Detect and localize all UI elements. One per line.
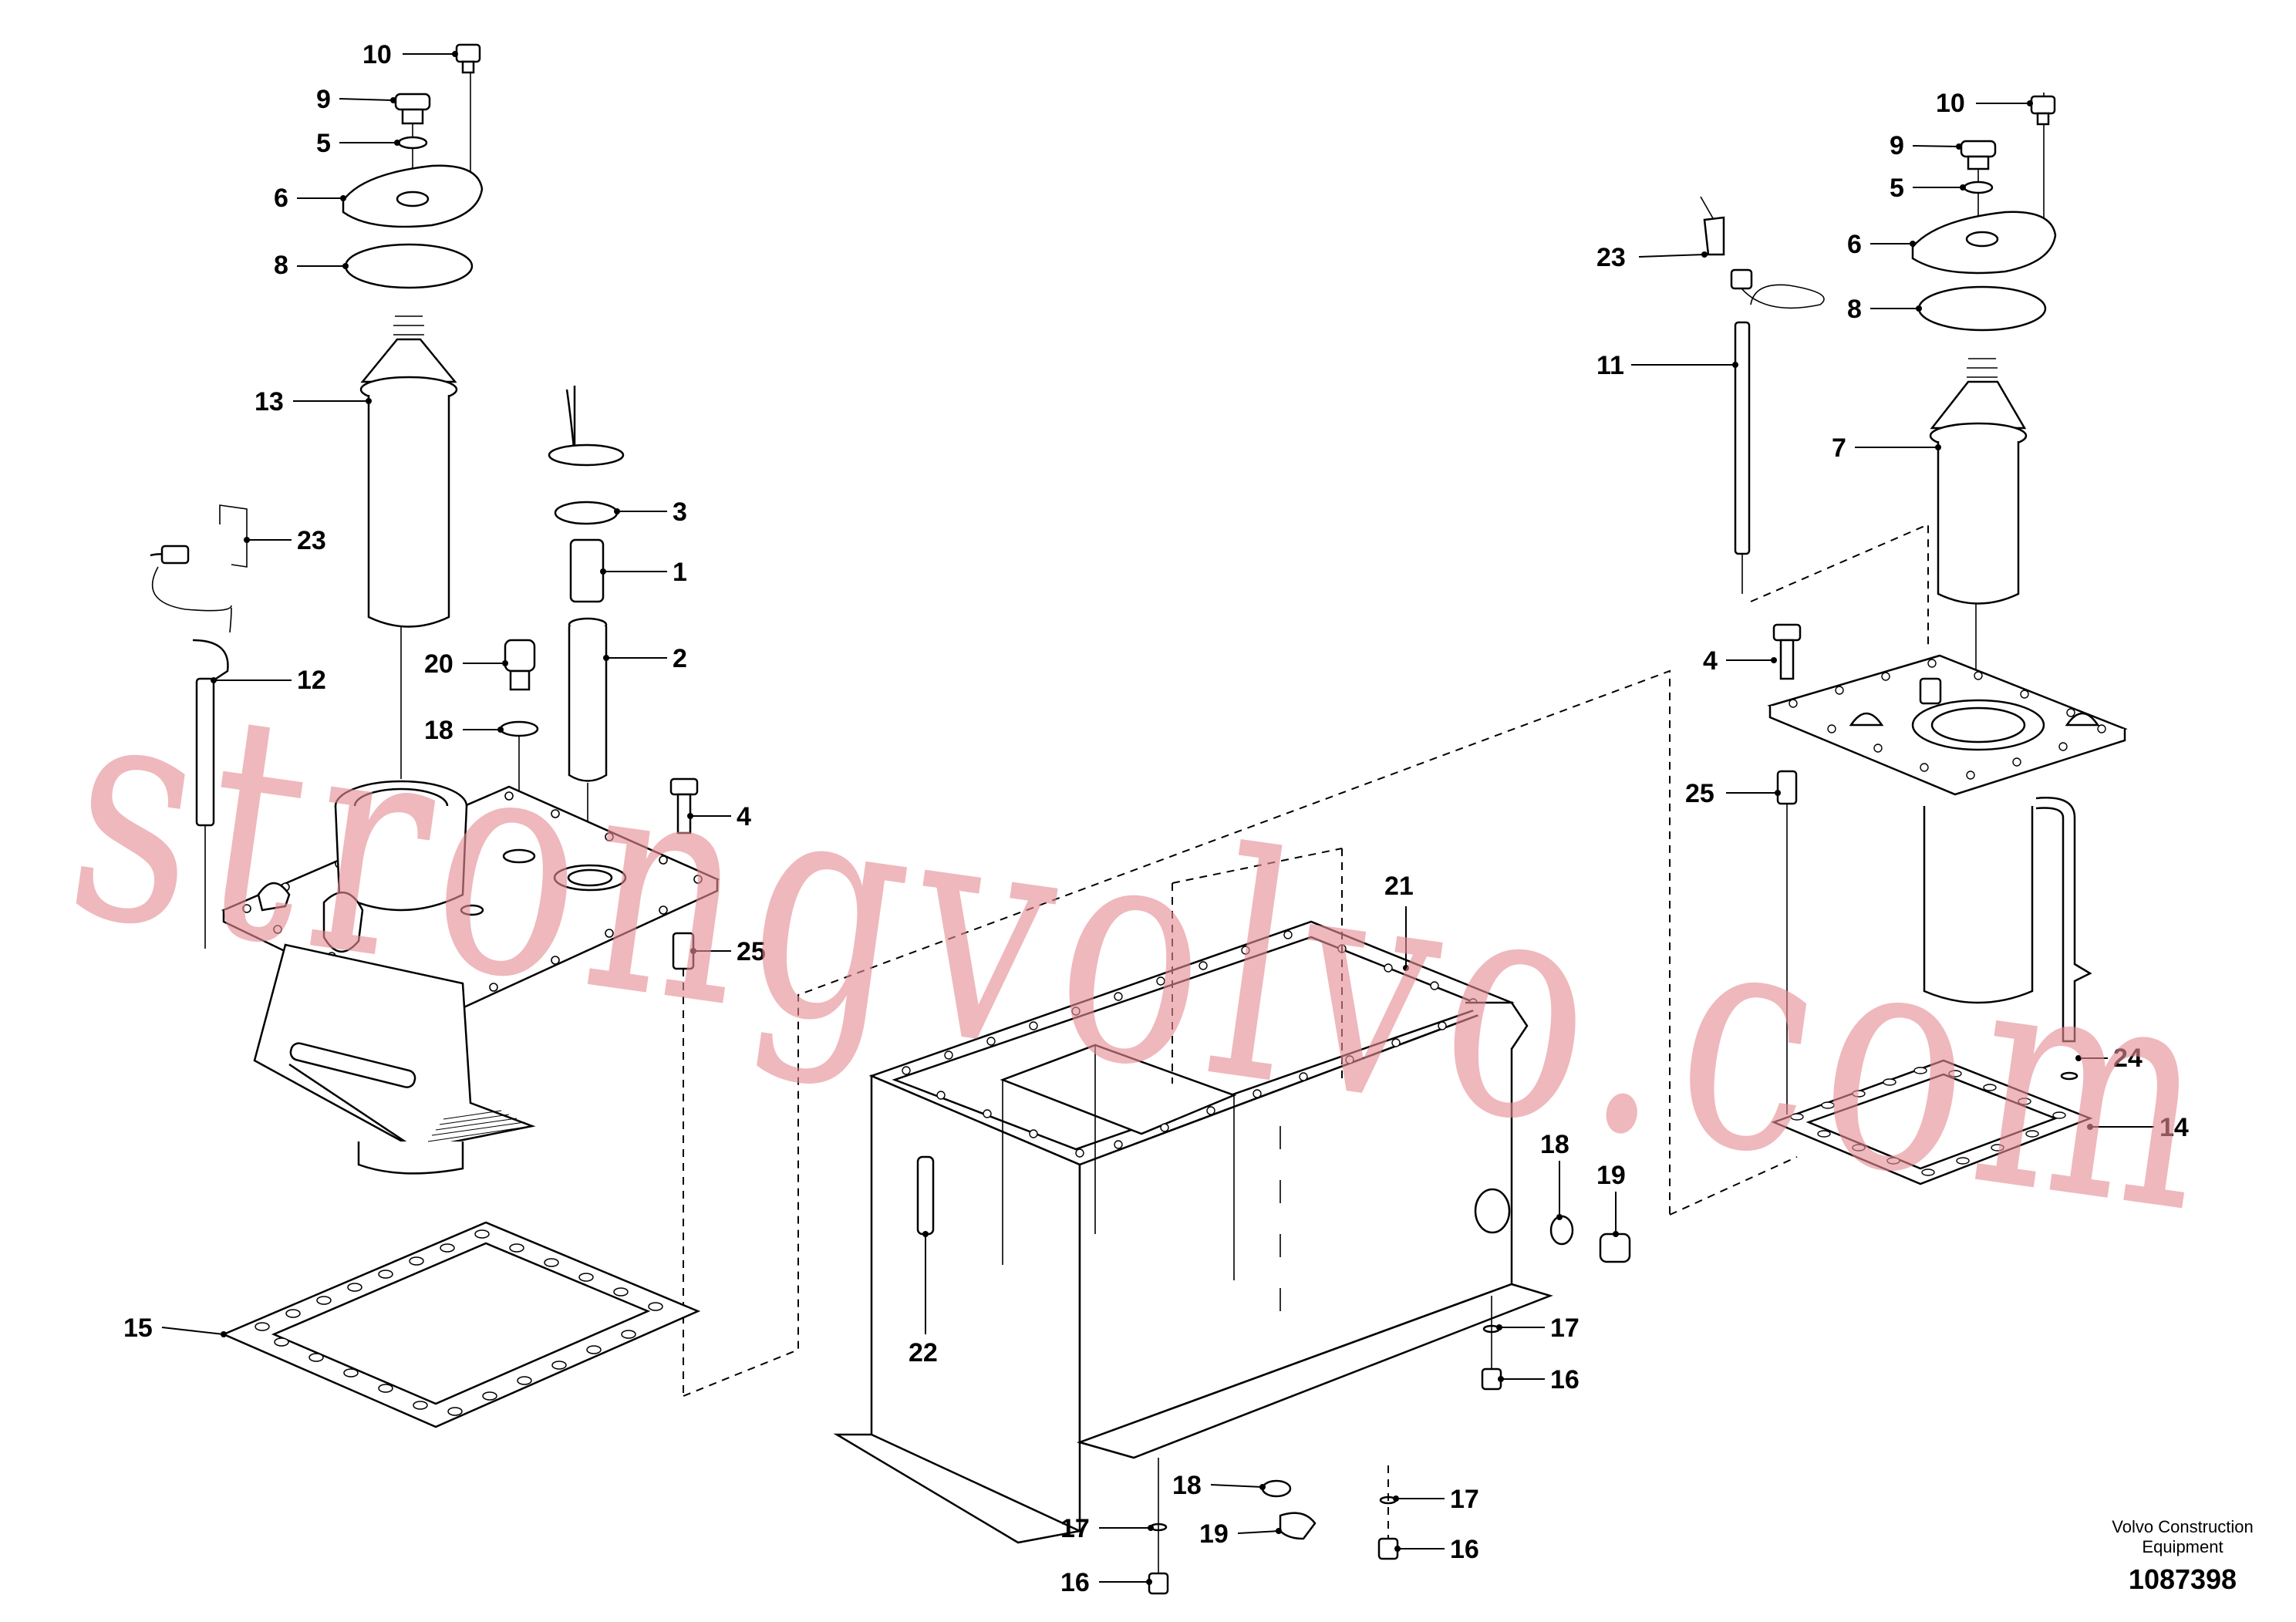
callout-23-right: 23	[1596, 243, 1626, 272]
left-filter-assembly	[150, 43, 720, 1428]
assembly-reference-lines	[683, 523, 1929, 1397]
callout-16-side: 16	[1550, 1365, 1580, 1394]
callout-13: 13	[255, 387, 284, 416]
gasket-ring-part	[344, 243, 474, 289]
callout-8: 8	[274, 251, 288, 280]
level-sensor-part	[150, 504, 248, 949]
callout-labels: 10 9 5 6 8 13 23 12 20 18 3 1 2 4 25 15 …	[123, 40, 2189, 1597]
callout-15: 15	[123, 1313, 153, 1343]
callout-2: 2	[673, 644, 687, 673]
suction-strainer-part	[253, 943, 536, 1175]
callout-5: 5	[316, 129, 331, 158]
callout-4-right: 4	[1703, 646, 1718, 676]
callout-17-side: 17	[1550, 1313, 1580, 1343]
drawing-footer: Volvo Construction Equipment 1087398	[2112, 1517, 2253, 1595]
callout-17-bottom-left: 17	[1060, 1514, 1090, 1543]
spring-part	[360, 315, 457, 383]
callout-23: 23	[297, 526, 326, 555]
callout-25: 25	[737, 937, 766, 966]
callout-18-bottom: 18	[1172, 1471, 1202, 1500]
hydraulic-tank-body	[833, 920, 1631, 1544]
callout-19-bottom: 19	[1199, 1519, 1229, 1549]
callout-7: 7	[1832, 433, 1846, 463]
callout-16-bottom-right: 16	[1450, 1535, 1479, 1564]
callout-11: 11	[1596, 351, 1624, 380]
manufacturer-line-1: Volvo Construction	[2112, 1517, 2253, 1536]
callout-12: 12	[297, 666, 326, 695]
callout-17-bottom-right: 17	[1450, 1485, 1479, 1514]
callout-8-right: 8	[1847, 295, 1862, 324]
callout-25-right: 25	[1685, 779, 1714, 808]
manufacturer-line-2: Equipment	[2142, 1537, 2223, 1556]
plug-part	[394, 93, 431, 125]
fitting-part	[499, 639, 539, 864]
tank-cover-plate	[221, 780, 720, 1023]
drawing-number: 1087398	[2129, 1563, 2237, 1595]
callout-22: 22	[909, 1338, 938, 1367]
callout-19-side: 19	[1596, 1161, 1626, 1190]
callout-5-right: 5	[1890, 174, 1904, 203]
callout-10: 10	[362, 40, 392, 69]
callout-18: 18	[424, 716, 453, 745]
callout-18-side: 18	[1540, 1130, 1569, 1159]
bolt-spacer-part	[669, 777, 699, 1396]
callout-3: 3	[673, 497, 687, 527]
filter-element-part	[359, 376, 458, 628]
callout-10-right: 10	[1936, 89, 1965, 118]
callout-6-right: 6	[1847, 230, 1862, 259]
bolt-part	[455, 43, 481, 74]
callout-20: 20	[424, 649, 453, 679]
callout-1: 1	[673, 558, 687, 587]
o-ring-part	[397, 136, 428, 150]
callout-14: 14	[2159, 1113, 2189, 1142]
callout-6: 6	[274, 184, 288, 213]
callout-24: 24	[2113, 1044, 2143, 1073]
callout-9-right: 9	[1890, 131, 1904, 160]
callout-4: 4	[737, 802, 751, 831]
callout-16-bottom-left: 16	[1060, 1568, 1090, 1597]
return-filter-part	[548, 386, 625, 868]
callout-21: 21	[1384, 872, 1414, 901]
tank-gasket-part	[221, 1221, 701, 1428]
callout-9: 9	[316, 85, 331, 114]
